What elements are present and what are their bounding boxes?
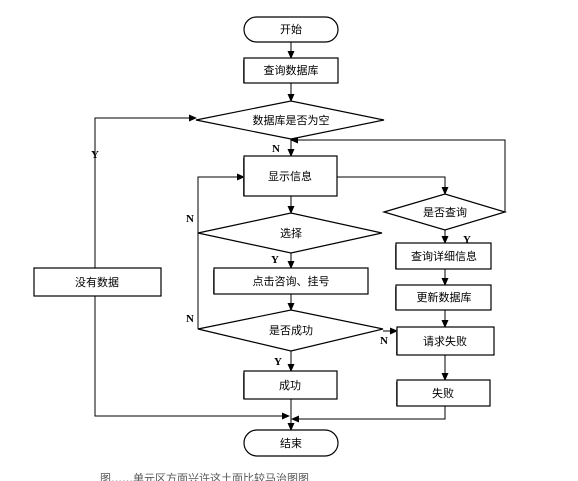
end-label: 结束 <box>280 437 302 450</box>
edge-fail-end <box>291 406 446 423</box>
is-query-decision: 是否查询 <box>381 193 508 231</box>
n-label-request-fail: N <box>380 335 388 347</box>
update-db-node: 更新数据库 <box>395 284 492 311</box>
query-db-label: 查询数据库 <box>264 63 319 77</box>
y-label-is-success: Y <box>274 356 282 368</box>
start-node: 开始 <box>243 16 339 43</box>
no-data-label: 没有数据 <box>75 275 119 289</box>
y-label-choose: Y <box>271 254 279 266</box>
edge-nodata-end <box>94 296 290 420</box>
request-fail-label: 请求失败 <box>423 334 467 348</box>
n-label-db-empty: N <box>272 143 280 155</box>
edge-show-isquery <box>337 176 449 195</box>
is-success-label: 是否成功 <box>269 324 313 337</box>
edge-dbempty-nodata <box>94 114 197 268</box>
is-query-label: 是否查询 <box>423 205 467 219</box>
success-label: 成功 <box>279 379 301 392</box>
n-label-is-success: N <box>186 313 194 325</box>
query-db-node: 查询数据库 <box>243 57 339 84</box>
show-info-node: 显示信息 <box>243 155 338 197</box>
start-label: 开始 <box>280 22 302 36</box>
success-node: 成功 <box>243 370 338 400</box>
click-consult-node: 点击咨询、挂号 <box>213 267 369 295</box>
y-label-is-query: Y <box>463 234 471 246</box>
edge-choose-loop <box>197 173 245 233</box>
db-empty-decision: 数据库是否为空 <box>195 100 385 140</box>
update-db-label: 更新数据库 <box>417 290 472 304</box>
is-success-decision: 是否成功 <box>197 309 384 352</box>
n-label-choose: N <box>186 213 194 225</box>
fail-node: 失败 <box>396 379 491 407</box>
show-info-label: 显示信息 <box>268 169 312 183</box>
edge-isquery-loop <box>290 136 506 212</box>
click-consult-label: 点击咨询、挂号 <box>253 274 330 288</box>
no-data-node: 没有数据 <box>33 267 162 297</box>
y-label-no-data: Y <box>91 149 99 161</box>
request-fail-node: 请求失败 <box>396 326 495 356</box>
query-detail-node: 查询详细信息 <box>395 242 492 270</box>
figure-caption: 图……单元区方面兴许这土面比较马治图图 <box>100 471 309 481</box>
end-node: 结束 <box>243 429 339 457</box>
choose-label: 选择 <box>280 226 302 240</box>
fail-label: 失败 <box>432 386 454 400</box>
connectors <box>94 42 506 431</box>
query-detail-label: 查询详细信息 <box>411 249 477 263</box>
choose-decision: 选择 <box>197 212 383 254</box>
db-empty-label: 数据库是否为空 <box>253 113 330 127</box>
